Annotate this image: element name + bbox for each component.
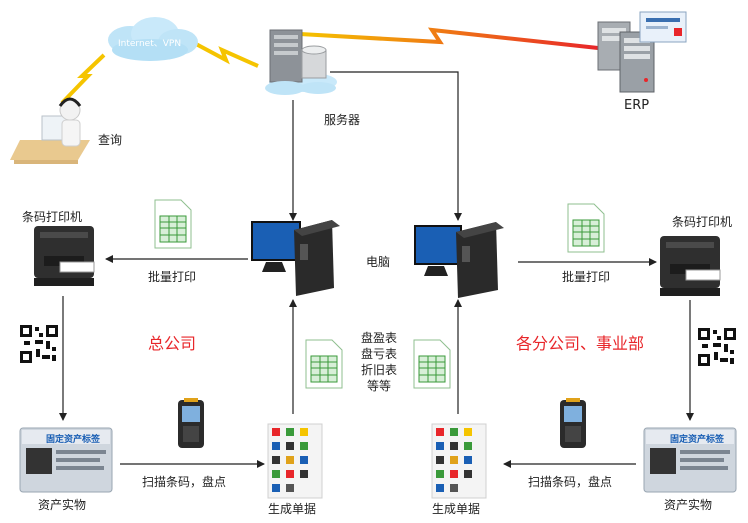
- branch-barcode-printer-icon: [660, 236, 721, 296]
- branch-asset-tag-title: 固定资产标签: [670, 435, 725, 445]
- hq-spreadsheet-icon: [154, 199, 192, 249]
- report-spreadsheet-icon-right: [413, 339, 451, 389]
- cloud-label: Internet、VPN: [118, 39, 182, 49]
- branch-asset-tag-card: [643, 427, 737, 493]
- hq-asset-label: 资产实物: [38, 498, 87, 512]
- branch-spreadsheet-icon: [567, 203, 605, 253]
- report-spreadsheet-icon-left: [305, 339, 343, 389]
- hq-generate-label: 生成单据: [268, 502, 317, 516]
- branch-qr-code-icon: [698, 328, 736, 366]
- hq-asset-tag-card: [19, 427, 113, 493]
- arrow-server-to-branch-computer: [330, 71, 462, 221]
- query-user-icon: [10, 97, 90, 164]
- branch-printer-label: 条码打印机: [672, 215, 733, 229]
- branch-document-screen-icon: [431, 423, 487, 499]
- server-label: 服务器: [324, 113, 361, 127]
- server-icon: [265, 29, 337, 95]
- hq-document-screen-icon: [267, 423, 323, 499]
- erp-label: ERP: [624, 98, 650, 113]
- report-item: 盘亏表: [360, 347, 397, 361]
- report-item: 盘盈表: [360, 331, 397, 345]
- hq-scan-label: 扫描条码，盘点: [142, 475, 227, 489]
- hq-computer-icon: [251, 220, 340, 296]
- hq-barcode-printer-icon: [34, 226, 95, 286]
- report-item: 等等: [366, 379, 391, 393]
- branch-generate-label: 生成单据: [432, 502, 481, 516]
- query-label: 查询: [98, 133, 123, 147]
- branch-computer-icon: [414, 222, 504, 298]
- report-item: 折旧表: [360, 363, 397, 377]
- hq-handheld-scanner-icon: [178, 398, 204, 448]
- report-list: 盘盈表 盘亏表 折旧表 等等: [356, 330, 402, 394]
- hq-printer-label: 条码打印机: [22, 210, 83, 224]
- computer-label: 电脑: [366, 255, 391, 269]
- hq-title: 总公司: [148, 334, 197, 353]
- link-bolt-cloud-server: [195, 42, 259, 68]
- erp-server-icon: [597, 11, 687, 93]
- branch-handheld-scanner-icon: [560, 398, 586, 448]
- link-bolt-query-cloud: [60, 53, 106, 105]
- branch-asset-label: 资产实物: [664, 498, 713, 512]
- link-bolt-server-erp: [299, 27, 599, 50]
- hq-asset-tag-title: 固定资产标签: [46, 435, 101, 445]
- branch-title: 各分公司、事业部: [516, 334, 645, 353]
- branch-scan-label: 扫描条码，盘点: [528, 475, 613, 489]
- branch-batch-print-label: 批量打印: [562, 270, 611, 284]
- hq-batch-print-label: 批量打印: [148, 270, 197, 284]
- cloud-icon: [108, 17, 198, 61]
- hq-qr-code-icon: [20, 325, 58, 363]
